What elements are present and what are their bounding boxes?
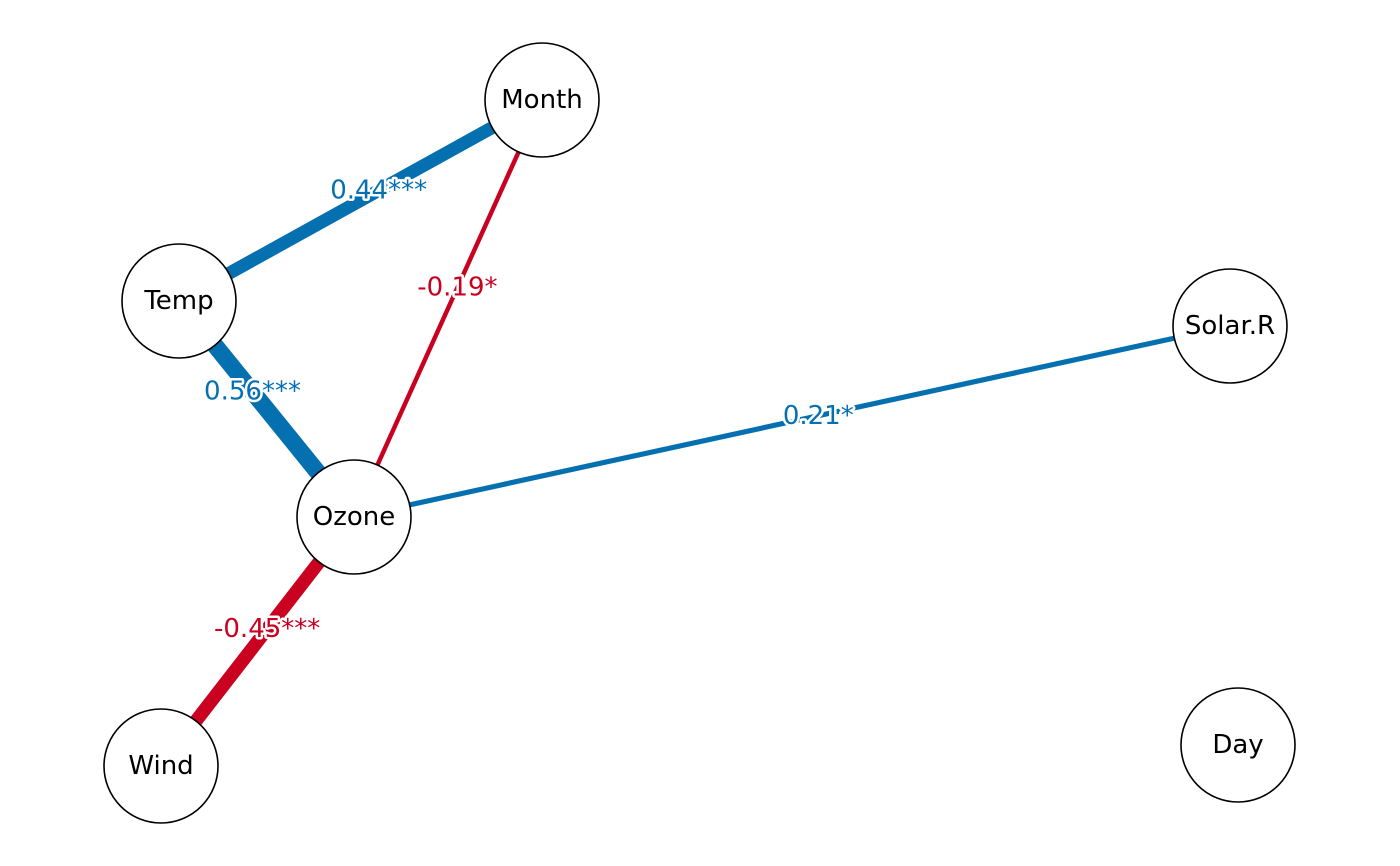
node-circle-ozone [296, 459, 412, 575]
edge-ozone-solar [353, 323, 1231, 520]
edges-layer [155, 94, 1231, 771]
node-circle-temp [121, 243, 237, 359]
node-label-solar: Solar.R [1185, 311, 1275, 341]
edge-label-temp-month: 0.44*** [330, 175, 427, 205]
node-label-ozone: Ozone [313, 502, 396, 532]
node-day: Day [1180, 687, 1296, 803]
edge-temp-month [175, 94, 546, 307]
node-label-wind: Wind [128, 751, 193, 781]
node-circle-wind [103, 708, 219, 824]
edge-label-ozone-wind: -0.45*** [214, 614, 320, 644]
edge-ozone-month [351, 99, 545, 518]
edge-labels-layer: 0.44*** -0.19* 0.56*** 0.21* -0.45*** [202, 173, 857, 647]
node-month: Month [484, 42, 600, 158]
node-label-month: Month [501, 85, 583, 115]
node-circle-solar [1172, 268, 1288, 384]
node-label-day: Day [1212, 730, 1263, 760]
edge-label-temp-ozone: 0.56*** [204, 377, 301, 407]
node-circle-month [484, 42, 600, 158]
edge-label-ozone-month: -0.19* [417, 273, 497, 303]
node-circle-day [1180, 687, 1296, 803]
node-ozone: Ozone [296, 459, 412, 575]
node-label-temp: Temp [143, 286, 213, 316]
node-temp: Temp [121, 243, 237, 359]
edge-label-ozone-solar: 0.21* [783, 401, 854, 431]
node-wind: Wind [103, 708, 219, 824]
node-solar: Solar.R [1172, 268, 1288, 384]
